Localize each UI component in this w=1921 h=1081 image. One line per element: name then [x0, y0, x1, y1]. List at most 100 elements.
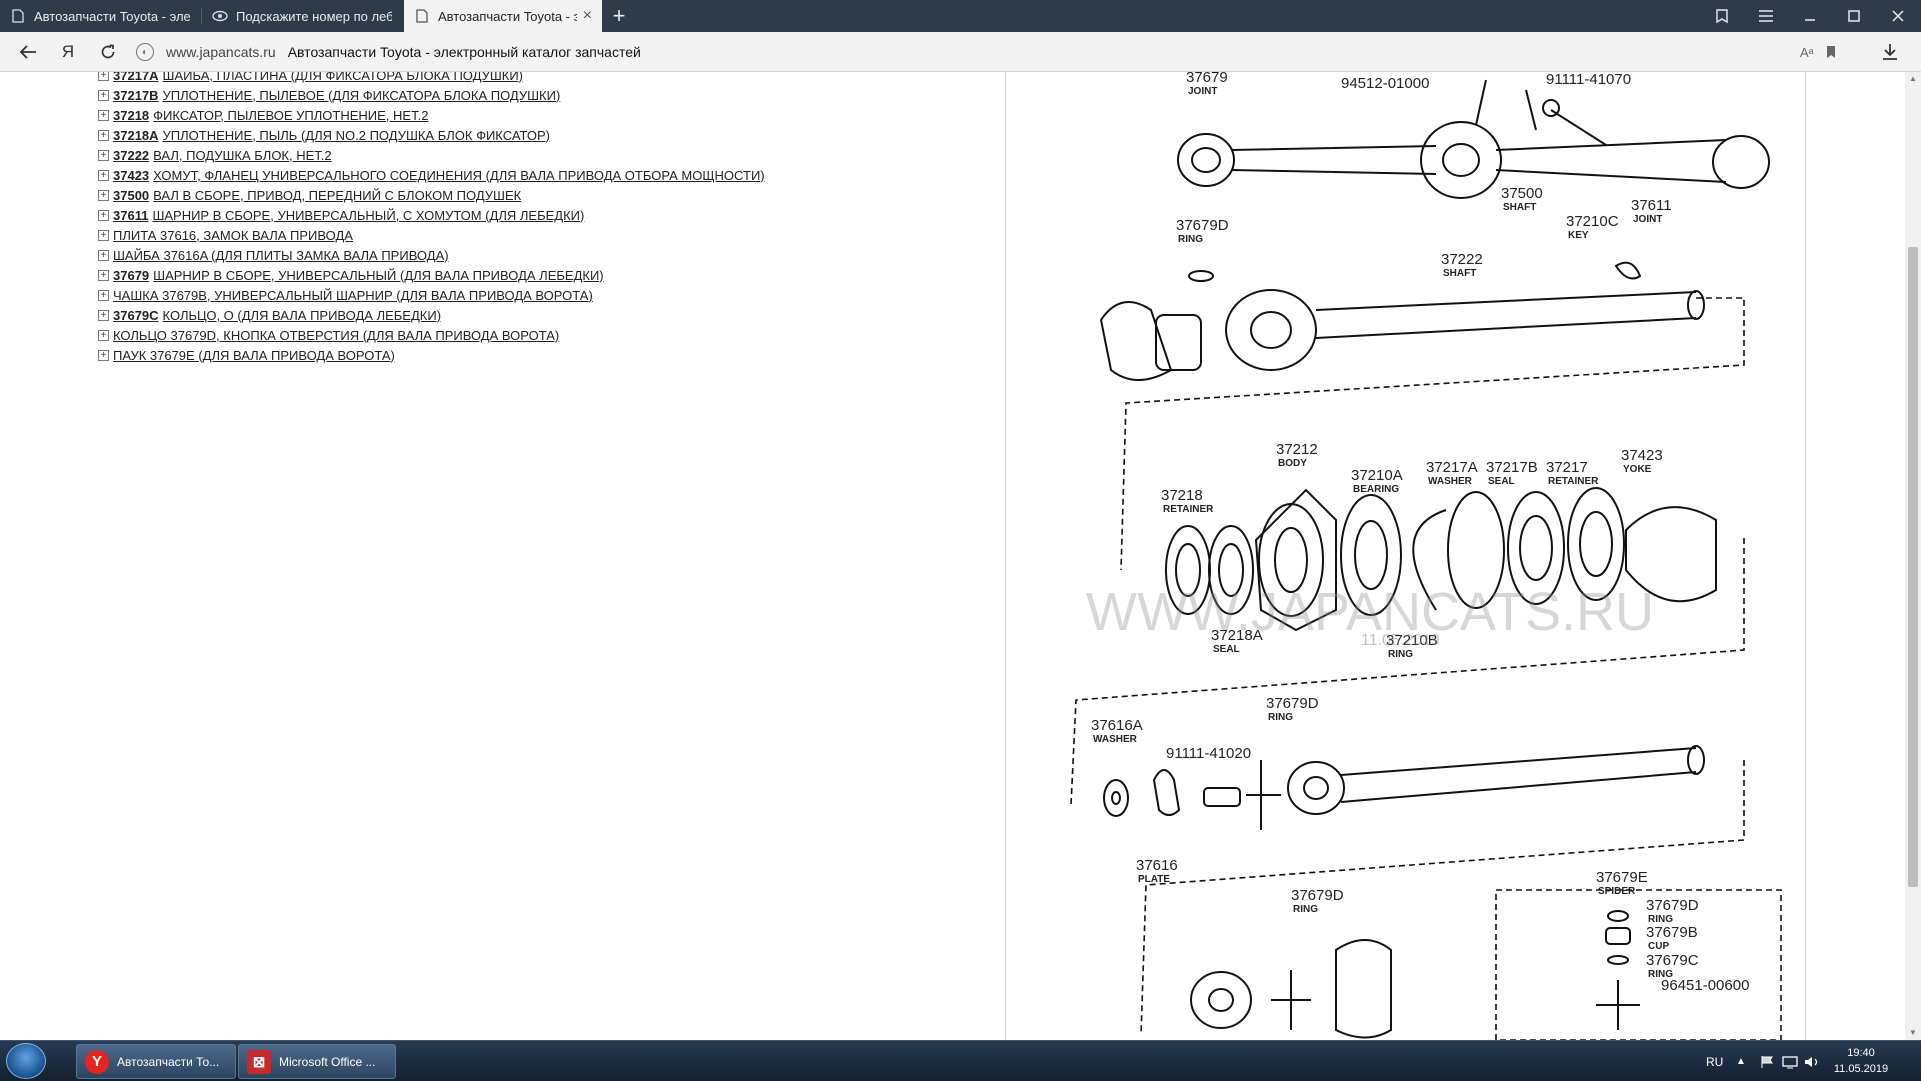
parts-list-item[interactable]: + ЧАШКА 37679B, УНИВЕРСАЛЬНЫЙ ШАРНИР (ДЛЯ… — [98, 285, 998, 305]
parts-list-item[interactable]: + ШАЙБА 37616A (ДЛЯ ПЛИТЫ ЗАМКА ВАЛА ПРИВ… — [98, 245, 998, 265]
expand-plus-icon[interactable]: + — [98, 269, 109, 281]
parts-list-item[interactable]: + ПЛИТА 37616, ЗАМОК ВАЛА ПРИВОДА — [98, 225, 998, 245]
downloads-icon[interactable] — [1882, 32, 1898, 72]
expand-plus-icon[interactable]: + — [98, 309, 109, 321]
part-name-link[interactable]: ШАЙБА 37616A (ДЛЯ ПЛИТЫ ЗАМКА ВАЛА ПРИВО… — [113, 247, 449, 263]
part-number[interactable]: 37217A — [113, 72, 159, 83]
part-name-link[interactable]: ПЛИТА 37616, ЗАМОК ВАЛА ПРИВОДА — [113, 227, 353, 243]
diagram-part-code[interactable]: 37217A — [1426, 459, 1478, 476]
part-name-link[interactable]: КОЛЬЦО, О (ДЛЯ ВАЛА ПРИВОДА ЛЕБЕДКИ) — [162, 307, 442, 323]
part-number[interactable]: 37423 — [113, 167, 150, 183]
new-tab-button[interactable]: + — [612, 3, 626, 28]
yandex-button[interactable]: Я — [61, 42, 75, 61]
action-center-flag-icon[interactable] — [1760, 1041, 1776, 1081]
part-number[interactable]: 37679 — [113, 267, 150, 283]
expand-plus-icon[interactable]: + — [98, 209, 109, 221]
tab-1[interactable]: Автозапчасти Toyota - электронный катало… — [0, 0, 200, 32]
diagram-part-code[interactable]: 37218A — [1211, 627, 1263, 644]
bookmarks-icon[interactable] — [1700, 0, 1744, 32]
diagram-part-code[interactable]: 37616 — [1136, 857, 1178, 874]
diagram-part-code[interactable]: 96451-00600 — [1661, 977, 1749, 994]
diagram-part-code[interactable]: 37212 — [1276, 441, 1318, 458]
part-number[interactable]: 37222 — [113, 147, 150, 163]
expand-plus-icon[interactable]: + — [98, 89, 109, 101]
diagram-part-code[interactable]: 37217B — [1486, 459, 1538, 476]
expand-plus-icon[interactable]: + — [98, 189, 109, 201]
part-number[interactable]: 37218 — [113, 107, 150, 123]
tab-2[interactable]: Подскажите номер по лебедке — [202, 0, 402, 32]
task-yandex-browser[interactable]: Y Автозапчасти То... — [76, 1044, 236, 1079]
tray-expand-icon[interactable]: ▲ — [1736, 1056, 1746, 1067]
expand-plus-icon[interactable]: + — [98, 329, 109, 341]
parts-list-item[interactable]: +КОЛЬЦО 37679D, КНОПКА ОТВЕРСТИЯ (ДЛЯ ВА… — [98, 325, 998, 345]
diagram-part-code[interactable]: 37210A — [1351, 467, 1403, 484]
address-bar[interactable]: ◐ www.japancats.ru Автозапчасти Toyota -… — [136, 37, 1836, 67]
diagram-part-code[interactable]: 37679C — [1646, 952, 1699, 969]
part-name-link[interactable]: ВАЛ, ПОДУШКА БЛОК, НЕТ.2 — [153, 147, 332, 163]
expand-plus-icon[interactable]: + — [98, 349, 109, 361]
part-name-link[interactable]: ПАУК 37679E (ДЛЯ ВАЛА ПРИВОДА ВОРОТА) — [113, 347, 395, 363]
expand-plus-icon[interactable]: + — [98, 72, 109, 81]
diagram-part-code[interactable]: 37217 — [1546, 459, 1588, 476]
diagram-part-code[interactable]: 37679 — [1186, 72, 1228, 86]
diagram-part-code[interactable]: 37611 — [1631, 197, 1672, 214]
maximize-icon[interactable] — [1832, 0, 1876, 32]
diagram-part-code[interactable]: 94512-01000 — [1341, 75, 1429, 92]
tab-3-active[interactable]: Автозапчасти Toyota - электронный катало… — [404, 0, 602, 32]
diagram-part-code[interactable]: 37679D — [1291, 887, 1344, 904]
scrollbar-thumb[interactable] — [1908, 247, 1918, 887]
expand-plus-icon[interactable]: + — [98, 249, 109, 261]
diagram-part-code[interactable]: 37210C — [1566, 213, 1619, 230]
expand-plus-icon[interactable]: + — [98, 149, 109, 161]
part-name-link[interactable]: УПЛОТНЕНИЕ, ПЫЛЕВОЕ (ДЛЯ ФИКСАТОРА БЛОКА… — [162, 87, 561, 103]
diagram-part-code[interactable]: 37679E — [1596, 869, 1648, 886]
part-number[interactable]: 37679C — [113, 307, 159, 323]
language-indicator[interactable]: RU — [1706, 1054, 1724, 1069]
part-name-link[interactable]: ЧАШКА 37679B, УНИВЕРСАЛЬНЫЙ ШАРНИР (ДЛЯ … — [113, 287, 593, 303]
part-number[interactable]: 37500 — [113, 187, 150, 203]
diagram-part-code[interactable]: 37500 — [1501, 185, 1543, 202]
expand-plus-icon[interactable]: + — [98, 289, 109, 301]
diagram-part-code[interactable]: 37210B — [1386, 632, 1438, 649]
diagram-part-code[interactable]: 37222 — [1441, 251, 1483, 268]
part-name-link[interactable]: ФИКСАТОР, ПЫЛЕВОЕ УПЛОТНЕНИЕ, НЕТ.2 — [153, 107, 429, 123]
expand-plus-icon[interactable]: + — [98, 109, 109, 121]
part-name-link[interactable]: ХОМУТ, ФЛАНЕЦ УНИВЕРСАЛЬНОГО СОЕДИНЕНИЯ … — [153, 167, 765, 183]
scroll-up-icon[interactable]: ▲ — [1909, 74, 1917, 83]
scroll-down-icon[interactable]: ▼ — [1909, 1028, 1917, 1037]
back-arrow-icon[interactable] — [10, 32, 46, 72]
part-name-link[interactable]: УПЛОТНЕНИЕ, ПЫЛЬ (ДЛЯ NO.2 ПОДУШКА БЛОК … — [162, 127, 550, 143]
vertical-scrollbar[interactable]: ▲ ▼ — [1905, 72, 1921, 1040]
diagram-part-code[interactable]: 37218 — [1161, 487, 1203, 504]
close-tab-icon[interactable]: × — [582, 7, 592, 24]
network-icon[interactable] — [1782, 1041, 1798, 1081]
minimize-icon[interactable] — [1788, 0, 1832, 32]
diagram-part-code[interactable]: 37423 — [1621, 447, 1663, 464]
diagram-part-code[interactable]: 37679D — [1176, 217, 1229, 234]
reload-icon[interactable] — [90, 32, 126, 72]
diagram-part-code[interactable]: 37679B — [1646, 924, 1698, 941]
expand-plus-icon[interactable]: + — [98, 229, 109, 241]
bookmark-star-icon[interactable] — [1824, 32, 1838, 72]
diagram-part-code[interactable]: 37679D — [1266, 695, 1319, 712]
parts-list-item[interactable]: + ПАУК 37679E (ДЛЯ ВАЛА ПРИВОДА ВОРОТА) — [98, 345, 998, 365]
start-button[interactable] — [6, 1043, 46, 1079]
expand-plus-icon[interactable]: + — [98, 169, 109, 181]
diagram-part-code[interactable]: 91111-41020 — [1166, 745, 1251, 762]
part-name-link[interactable]: ШАРНИР В СБОРЕ, УНИВЕРСАЛЬНЫЙ, С ХОМУТОМ… — [152, 207, 585, 223]
diagram-part-code[interactable]: 37679D — [1646, 897, 1699, 914]
volume-icon[interactable] — [1804, 1041, 1820, 1081]
part-number[interactable]: 37611 — [113, 207, 149, 223]
task-office-picture-manager[interactable]: ⊠ Microsoft Office ... — [238, 1044, 396, 1079]
part-name-link[interactable]: ВАЛ В СБОРЕ, ПРИВОД, ПЕРЕДНИЙ С БЛОКОМ П… — [153, 187, 522, 203]
